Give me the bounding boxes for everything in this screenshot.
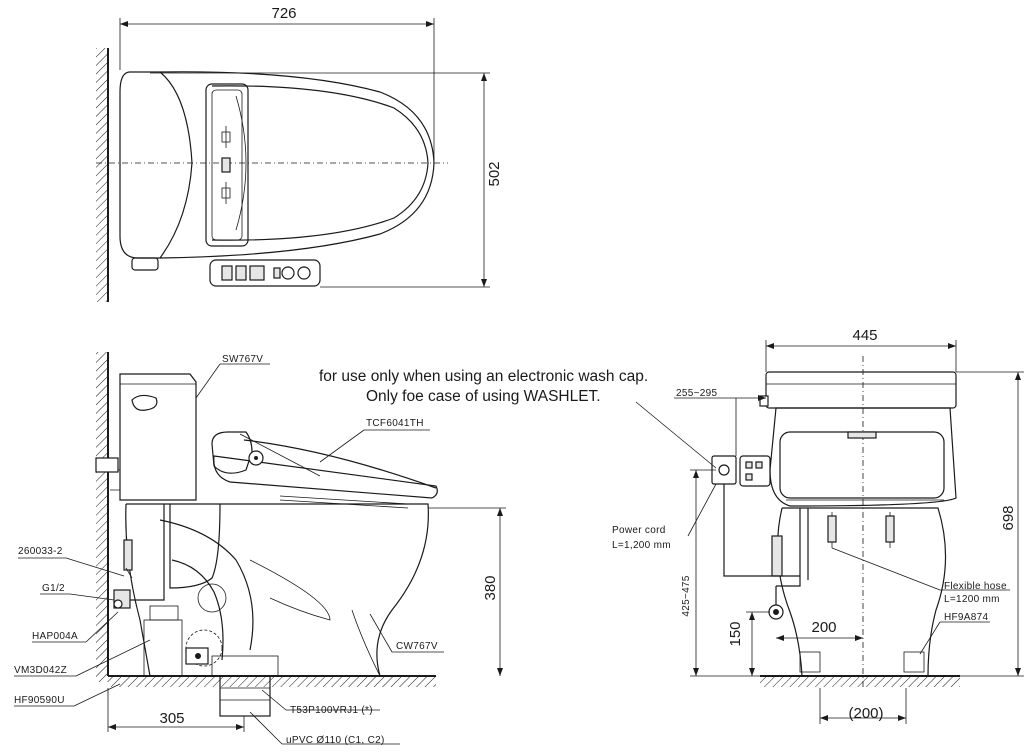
label-sw767v: SW767V bbox=[222, 354, 263, 365]
notes: for use only when using an electronic wa… bbox=[319, 368, 717, 469]
top-lid bbox=[211, 85, 429, 241]
note-leader bbox=[635, 401, 717, 469]
label-cw767v: CW767V bbox=[396, 641, 438, 652]
top-knob bbox=[131, 257, 159, 271]
top-remote bbox=[209, 259, 321, 287]
label-tcf6041th: TCF6041TH bbox=[366, 418, 424, 429]
dim-305: 305 bbox=[159, 710, 184, 727]
label-power-cord-length: L=1,200 mm bbox=[612, 540, 671, 551]
top-view: 726 502 bbox=[96, 5, 503, 302]
front-view: 445 bbox=[612, 327, 1024, 724]
dim-200-paren: (200) bbox=[848, 705, 883, 722]
label-flexible-hose: Flexible hose bbox=[944, 581, 1007, 592]
dim-726: 726 bbox=[271, 5, 296, 22]
dim-502: 502 bbox=[486, 161, 503, 186]
label-vm3d042z: VM3D042Z bbox=[14, 665, 67, 676]
dim-425-475: 425~475 bbox=[681, 575, 692, 616]
note-line-2: Only foe case of using WASHLET. bbox=[366, 388, 601, 405]
side-view: 380 305 SW767V TCF6041TH 260033-2 G1/2 H… bbox=[14, 352, 506, 746]
label-hf90590u: HF90590U bbox=[14, 695, 65, 706]
dim-380: 380 bbox=[482, 575, 499, 600]
label-hf9a874: HF9A874 bbox=[944, 612, 988, 623]
label-hap004a: HAP004A bbox=[32, 631, 78, 642]
front-floor-hatch bbox=[760, 677, 960, 687]
top-wall-hatch bbox=[96, 48, 108, 302]
dim-255-295: 255~295 bbox=[676, 388, 717, 399]
top-washlet-unit bbox=[205, 83, 249, 247]
label-upvc: uPVC Ø110 (C1, C2) bbox=[286, 735, 385, 746]
label-g12: G1/2 bbox=[42, 583, 65, 594]
side-seat bbox=[213, 455, 438, 499]
top-seat-outline bbox=[159, 71, 435, 259]
dim-698: 698 bbox=[1000, 505, 1017, 530]
side-floor-hatch bbox=[108, 677, 436, 687]
label-power-cord: Power cord bbox=[612, 525, 666, 536]
front-tank bbox=[765, 371, 957, 409]
label-flexible-hose-length: L=1200 mm bbox=[944, 594, 1000, 605]
side-washlet-hinge bbox=[211, 431, 253, 474]
dim-200: 200 bbox=[811, 619, 836, 636]
side-tank bbox=[119, 373, 197, 501]
dim-150: 150 bbox=[727, 621, 744, 646]
side-bowl bbox=[126, 503, 429, 677]
note-line-1: for use only when using an electronic wa… bbox=[319, 368, 648, 385]
label-t53p100vrj1: T53P100VRJ1 (*) bbox=[290, 705, 373, 716]
top-tank bbox=[119, 71, 193, 259]
front-control-box bbox=[739, 455, 771, 487]
front-bowl bbox=[782, 507, 947, 677]
side-wall-hatch bbox=[96, 352, 108, 682]
front-washlet bbox=[769, 407, 957, 507]
label-260033-2: 260033-2 bbox=[18, 546, 63, 557]
dim-445: 445 bbox=[852, 327, 877, 344]
